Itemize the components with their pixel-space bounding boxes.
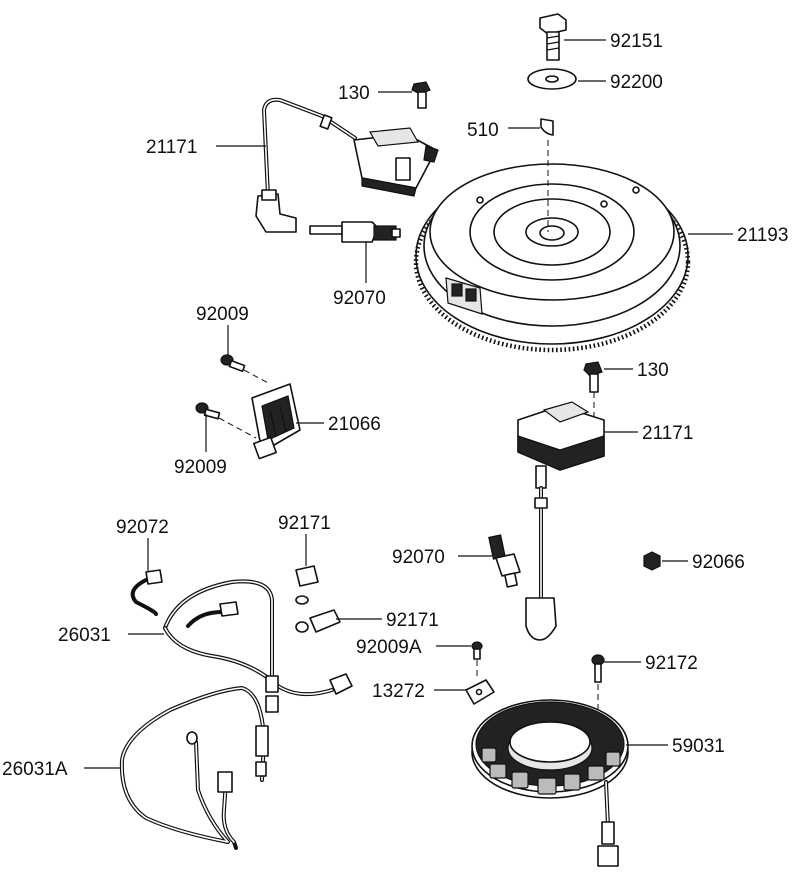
nut-92066 <box>643 551 661 571</box>
connector-92072 <box>130 569 163 616</box>
label-510: 510 <box>467 120 499 141</box>
screw-92009-lower <box>195 402 257 439</box>
terminal-92171-lower <box>295 609 341 633</box>
stator-poles <box>481 747 621 795</box>
terminal-92171-upper <box>295 565 319 605</box>
label-130-top: 130 <box>338 83 370 104</box>
label-92171-upper: 92171 <box>278 513 331 534</box>
label-130-middle: 130 <box>637 360 669 381</box>
screw-130-middle <box>583 361 603 420</box>
label-92171-lower: 92171 <box>386 610 439 631</box>
label-26031: 26031 <box>58 625 111 646</box>
washer-92200 <box>527 68 577 90</box>
label-92009-upper: 92009 <box>196 304 249 325</box>
regulator-21066 <box>251 383 301 460</box>
spark-plug-92070-top <box>309 221 401 243</box>
ignition-coil-21171-top <box>255 97 439 233</box>
part-labels: 92151 92200 130 510 21171 21193 92070 92… <box>2 31 788 780</box>
bolt-92151 <box>539 13 567 61</box>
label-13272: 13272 <box>372 681 425 702</box>
ignition-coil-21171-middle <box>517 401 605 641</box>
label-21193: 21193 <box>737 225 788 246</box>
label-92066: 92066 <box>692 552 745 573</box>
leader-lines <box>84 39 733 769</box>
screw-130-top <box>411 81 431 109</box>
label-26031A: 26031A <box>2 759 68 780</box>
harness-26031 <box>163 579 353 713</box>
screw-92009-upper <box>220 354 271 385</box>
label-21066: 21066 <box>328 414 381 435</box>
label-92009A: 92009A <box>356 637 422 658</box>
label-21171-middle: 21171 <box>642 423 693 444</box>
label-21171-top: 21171 <box>146 137 197 158</box>
label-92070-top: 92070 <box>333 288 386 309</box>
flywheel-21193 <box>413 140 691 353</box>
stator-59031 <box>471 699 629 867</box>
label-92072: 92072 <box>116 517 169 538</box>
plate-13272 <box>465 679 495 705</box>
label-92151: 92151 <box>610 31 663 52</box>
key-510 <box>540 118 554 136</box>
label-92009-lower: 92009 <box>174 457 227 478</box>
harness-26031A <box>119 686 269 850</box>
spark-plug-92070-middle <box>488 534 521 588</box>
label-92200: 92200 <box>610 72 663 93</box>
label-92070-middle: 92070 <box>392 547 445 568</box>
label-59031: 59031 <box>672 736 725 757</box>
screw-92009A <box>471 641 483 680</box>
label-92172: 92172 <box>645 653 698 674</box>
